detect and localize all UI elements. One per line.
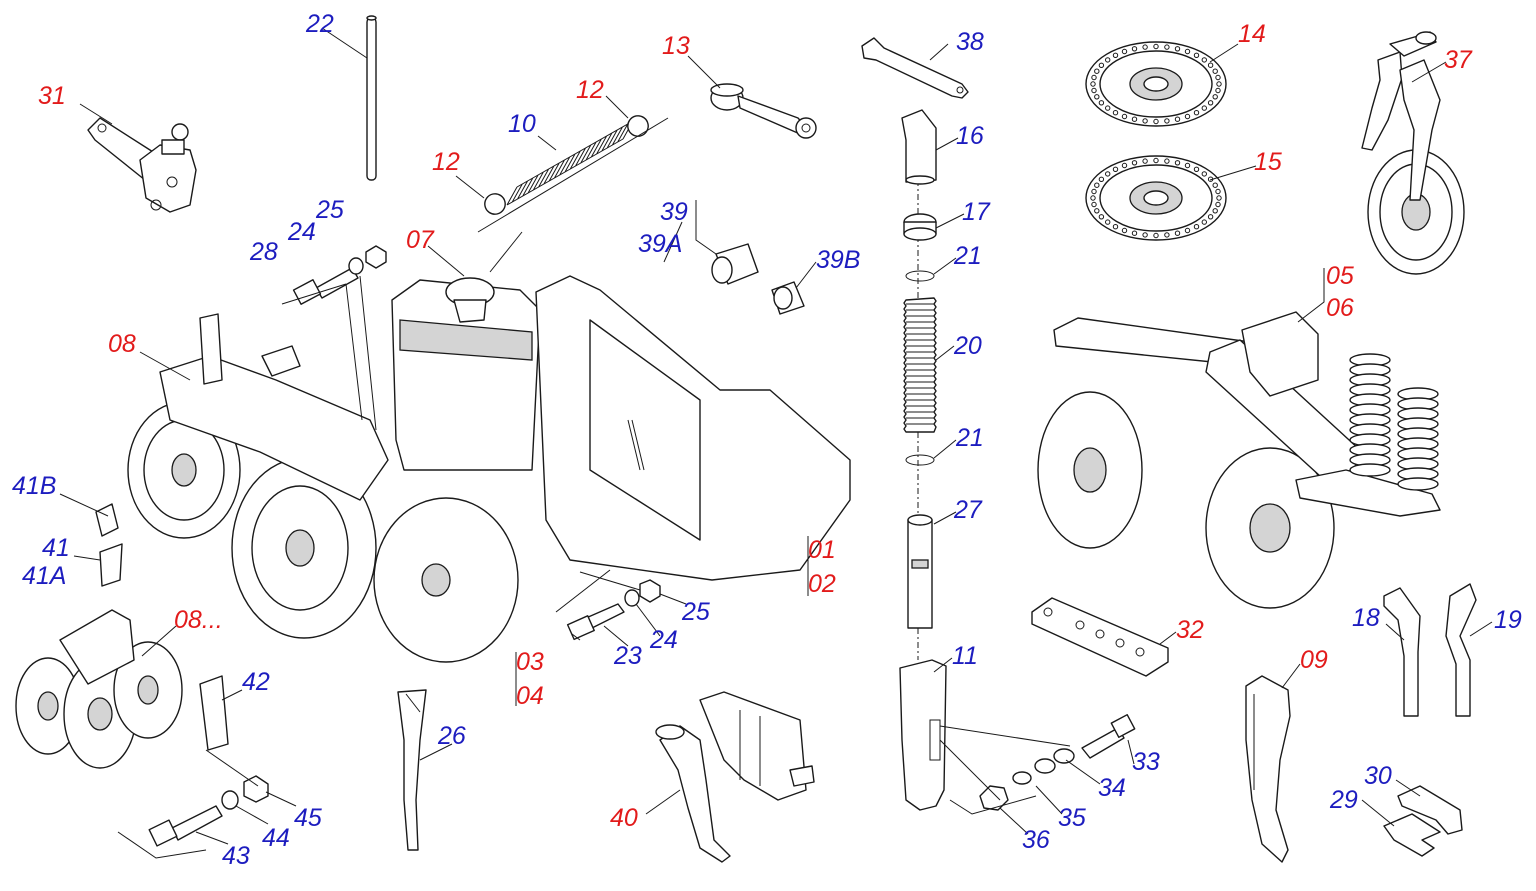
callout-41A: 41A [22, 562, 66, 590]
callout-20: 20 [953, 332, 982, 360]
callout-18: 18 [1352, 604, 1380, 632]
callout-10: 10 [508, 110, 536, 138]
part-tube-18 [1383, 587, 1421, 717]
callout-01: 01 [808, 536, 836, 564]
callout-39A: 39A [638, 230, 682, 258]
callout-25-lower: 25 [681, 598, 710, 626]
part-link-13 [710, 83, 817, 139]
callout-45: 45 [294, 804, 322, 832]
part-tube-19 [1445, 583, 1477, 717]
leader-24-25 [345, 275, 377, 431]
callout-14: 14 [1238, 20, 1266, 48]
part-bolt-23 [555, 569, 661, 641]
callout-26: 26 [437, 722, 466, 750]
part-disc-14 [1085, 41, 1227, 127]
leader-10 [489, 231, 523, 273]
callout-23: 23 [613, 642, 642, 670]
callout-33: 33 [1132, 748, 1160, 776]
callout-28: 28 [249, 238, 278, 266]
part-row-unit-08b [15, 503, 229, 769]
part-main-planter-unit [127, 275, 851, 663]
part-spring-10 [477, 115, 669, 233]
part-knife-26 [397, 689, 427, 851]
part-bolt-43 [117, 749, 269, 859]
callout-12-upper: 12 [576, 76, 604, 104]
callout-34: 34 [1098, 774, 1126, 802]
callout-40: 40 [610, 804, 638, 832]
leader-28 [281, 283, 347, 305]
part-disc-15 [1085, 155, 1227, 241]
part-wrench-38 [861, 37, 969, 99]
part-rod [366, 15, 377, 181]
callout-15: 15 [1254, 148, 1282, 176]
callout-17: 17 [962, 198, 991, 226]
part-wheel-37 [1361, 31, 1465, 275]
callout-21-upper: 21 [953, 242, 982, 270]
part-bolt-28 [292, 245, 387, 305]
callout-08: 08 [108, 330, 136, 358]
part-tube-stack [899, 109, 947, 811]
callout-38: 38 [956, 28, 984, 56]
callout-05: 05 [1326, 262, 1354, 290]
part-shank-09 [1245, 675, 1291, 863]
callout-41B: 41B [12, 472, 56, 500]
callout-03: 03 [516, 648, 544, 676]
callout-42: 42 [242, 668, 270, 696]
callout-06: 06 [1326, 294, 1354, 322]
callout-44: 44 [262, 824, 290, 852]
part-bolt-33 [939, 714, 1136, 815]
callout-04: 04 [516, 682, 544, 710]
callout-12-lower: 12 [432, 148, 460, 176]
callout-24-lower: 24 [649, 626, 678, 654]
callout-41: 41 [42, 534, 70, 562]
callout-21-lower: 21 [955, 424, 984, 452]
callout-25-upper: 25 [315, 196, 344, 224]
callout-08-dots: 08... [174, 606, 223, 634]
part-frame-05 [1037, 311, 1441, 609]
callout-labels: 01 02 03 04 05 06 07 08 08... 09 10 11 1… [12, 10, 1522, 870]
callout-27: 27 [953, 496, 983, 524]
callout-19: 19 [1494, 606, 1522, 634]
callout-39B: 39B [816, 246, 860, 274]
callout-16: 16 [956, 122, 984, 150]
part-bushing-39 [695, 200, 805, 315]
callout-43: 43 [222, 842, 250, 870]
callout-07: 07 [406, 226, 435, 254]
callout-22: 22 [305, 10, 334, 38]
callout-11: 11 [952, 642, 978, 670]
callout-37: 37 [1444, 46, 1473, 74]
callout-30: 30 [1364, 762, 1392, 790]
part-clips-29-30 [1383, 785, 1463, 857]
callout-02: 02 [808, 570, 836, 598]
callout-24-upper: 24 [287, 218, 316, 246]
callout-36: 36 [1022, 826, 1050, 854]
callout-39: 39 [660, 198, 688, 226]
callout-31: 31 [38, 82, 66, 110]
part-shank-40 [655, 691, 815, 863]
part-bracket-31 [87, 117, 197, 213]
callout-32: 32 [1176, 616, 1204, 644]
part-plate-32 [1031, 597, 1169, 677]
callout-09: 09 [1300, 646, 1328, 674]
callout-13: 13 [662, 32, 690, 60]
callout-leaders [59, 27, 1493, 845]
callout-35: 35 [1058, 804, 1086, 832]
callout-29: 29 [1329, 786, 1358, 814]
